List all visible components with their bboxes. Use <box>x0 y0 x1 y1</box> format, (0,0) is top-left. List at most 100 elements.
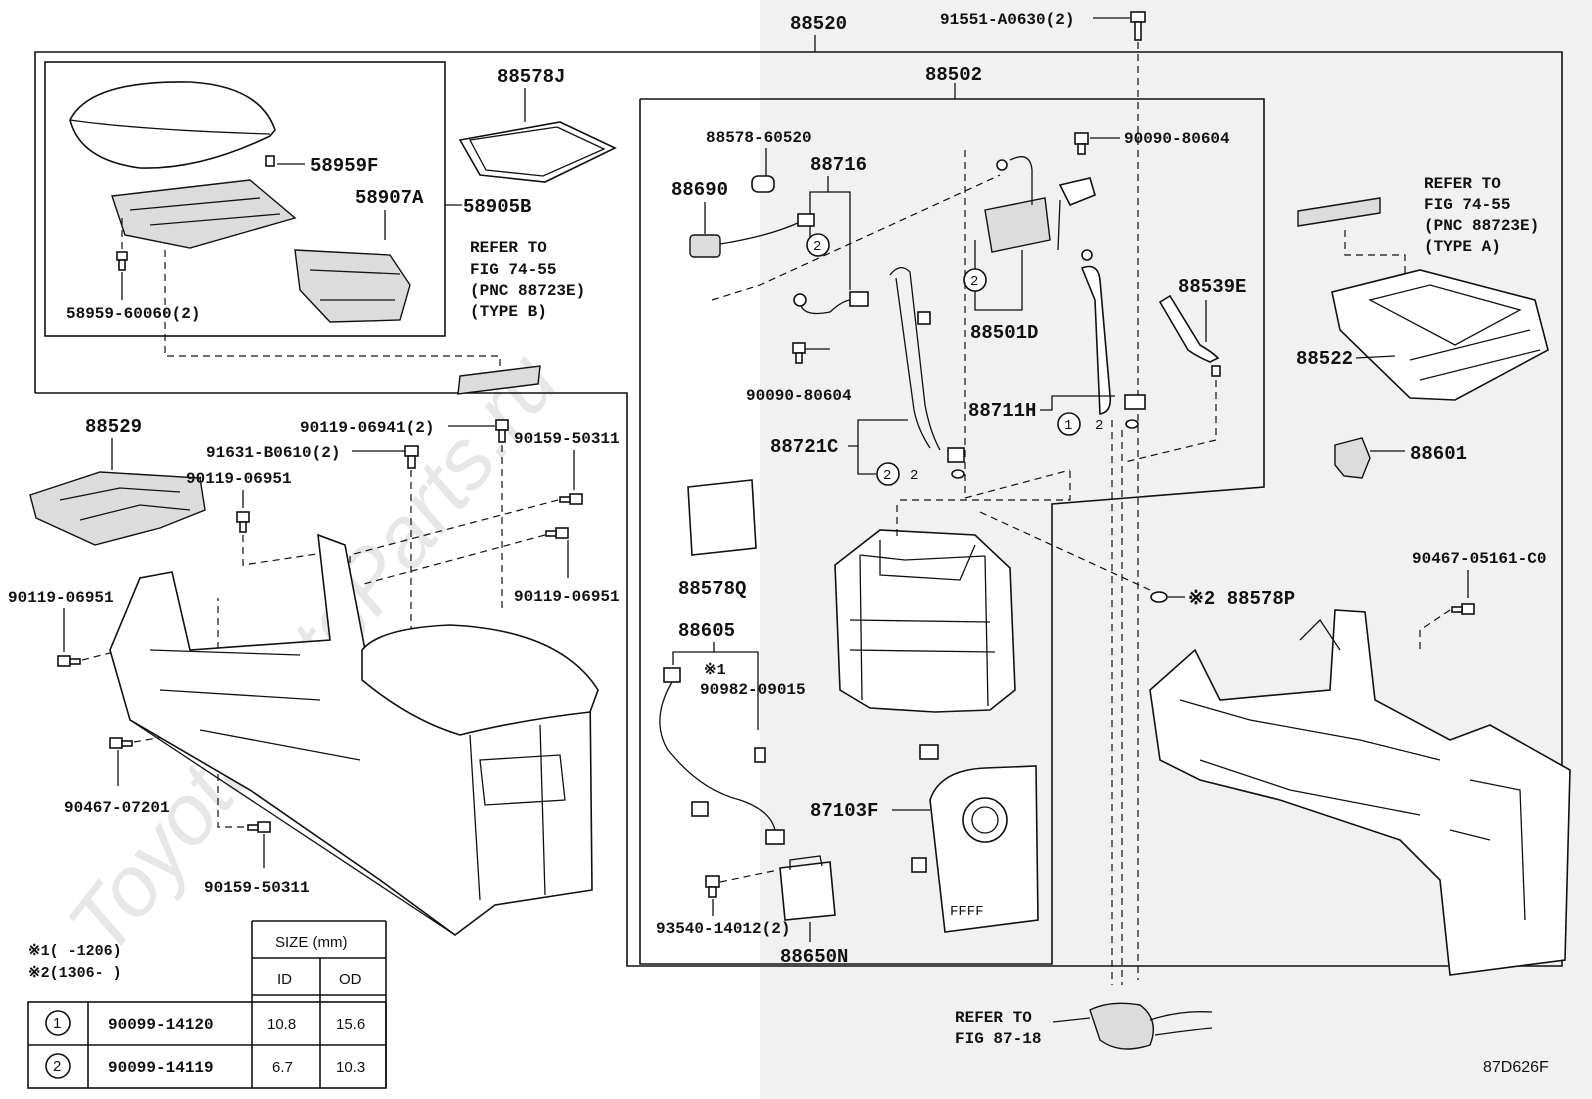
leader-88716a <box>809 176 829 240</box>
callout-2-a <box>806 233 830 257</box>
bolt-91551-icon <box>1130 11 1146 41</box>
dash-90119-06951-a <box>242 535 331 566</box>
console-box-icon <box>834 529 1016 760</box>
screw-90090-mid-icon <box>792 342 806 364</box>
label-88578J: 88578J <box>497 66 565 88</box>
label-88578P: ※2 88578P <box>1188 588 1295 610</box>
harness-88605-icon <box>659 667 785 845</box>
screw-90159-bot-icon <box>247 821 271 833</box>
size-table-col-od: OD <box>339 971 362 988</box>
armrest-base-icon <box>111 179 297 249</box>
note-x1: ※1 <box>704 662 726 679</box>
refer-c-line2[interactable]: FIG 87-18 <box>955 1030 1041 1048</box>
pad-88578Q-icon <box>687 479 757 556</box>
screw-90119-06951-a-icon <box>236 511 250 533</box>
label-88578-60520: 88578-60520 <box>706 129 812 147</box>
refer-c-line1[interactable]: REFER TO <box>955 1009 1032 1027</box>
refer-b-line1[interactable]: REFER TO <box>470 239 547 257</box>
label-88650N: 88650N <box>780 946 848 968</box>
label-88716: 88716 <box>810 154 867 176</box>
label-88520: 88520 <box>790 13 847 35</box>
refer-b-line2[interactable]: FIG 74-55 <box>470 261 556 279</box>
size-table-row2-od: 10.3 <box>336 1059 365 1076</box>
oring-2-b-icon <box>951 469 965 479</box>
label-88522: 88522 <box>1296 348 1353 370</box>
label-90119-06951-b: 90119-06951 <box>514 588 620 606</box>
label-88539E: 88539E <box>1178 276 1246 298</box>
hose-88721C-icon <box>889 267 965 463</box>
label-88605: 88605 <box>678 620 735 642</box>
panel-87103F-icon: FFFF <box>911 765 1039 933</box>
label-88690: 88690 <box>671 179 728 201</box>
console-assembly-left-icon <box>109 533 599 936</box>
screw-90119-06951-c-icon <box>57 655 81 667</box>
clip-88601-icon <box>1334 437 1371 479</box>
dash-armrest <box>164 250 501 372</box>
tray-88529-icon <box>29 471 206 546</box>
leader-88605a <box>672 642 715 665</box>
label-87103F: 87103F <box>810 800 878 822</box>
washer-88578P-icon <box>1150 591 1168 603</box>
callout-2-b <box>876 462 900 486</box>
hose-88539E-icon <box>1158 294 1221 377</box>
callout-1-dash: 2 <box>1095 418 1103 434</box>
note-2: ※2(1306- ) <box>28 965 122 982</box>
leader-88721Ca <box>848 419 908 447</box>
dash-88690 <box>711 174 1001 301</box>
size-table-row2-id: 6.7 <box>272 1059 293 1076</box>
dash-90467-07201 <box>133 734 176 743</box>
hinge-58907A-icon <box>294 249 411 323</box>
shift-lever-base-icon <box>1089 1002 1213 1050</box>
label-58907A: 58907A <box>355 187 424 209</box>
dash-88501D <box>964 150 1071 499</box>
connector-88690-icon <box>689 213 815 258</box>
label-88529: 88529 <box>85 416 142 438</box>
size-table-row2-part[interactable]: 90099-14119 <box>108 1059 214 1077</box>
size-table-row1-part[interactable]: 90099-14120 <box>108 1016 214 1034</box>
clip-58959F-icon <box>265 155 275 167</box>
diagram-code: 87D626F <box>1483 1059 1549 1076</box>
hose-88716-icon <box>793 291 869 315</box>
armrest-subassembly-frame <box>44 61 446 337</box>
callout-2-c <box>963 268 987 292</box>
refer-b-line4: (TYPE B) <box>470 303 547 321</box>
label-58959-60060: 58959-60060(2) <box>66 305 200 323</box>
dash-93540 <box>719 869 779 883</box>
screw-90119-06951-b-icon <box>545 527 569 539</box>
size-table-row1-mark: 1 <box>53 1015 61 1032</box>
label-88721C: 88721C <box>770 436 838 458</box>
svg-text:FFFF: FFFF <box>950 904 984 920</box>
label-88501D: 88501D <box>970 322 1038 344</box>
dash-90159-bot <box>217 598 244 828</box>
callout-2-c-text: 2 <box>970 274 978 290</box>
refer-a-line4: (TYPE A) <box>1424 238 1501 256</box>
leader-88711H <box>1040 395 1115 411</box>
label-88578Q: 88578Q <box>678 578 746 600</box>
module-88650N-icon <box>779 855 836 921</box>
mat-type-b-icon <box>457 365 541 395</box>
note-1: ※1( -1206) <box>28 943 122 960</box>
label-88711H: 88711H <box>968 400 1036 422</box>
leader-88605b <box>714 651 759 730</box>
refer-a-line1[interactable]: REFER TO <box>1424 175 1501 193</box>
dash-type-a <box>1344 230 1406 280</box>
screw-90467-07201-icon <box>109 737 133 749</box>
screw-90159-top-icon <box>559 493 583 505</box>
screw-58959-icon <box>116 251 128 271</box>
assembly-88520-frame <box>34 51 1563 967</box>
screw-93540-icon <box>705 875 720 898</box>
armrest-lid-icon <box>69 81 276 169</box>
callout-1-text: 1 <box>1064 418 1072 434</box>
hose-88711H-icon <box>1057 177 1146 415</box>
dash-88539E <box>1124 380 1217 463</box>
callout-1 <box>1057 412 1081 436</box>
screw-91631-icon <box>404 445 419 469</box>
callout-2-a-text: 2 <box>813 239 821 255</box>
mat-type-a-icon <box>1297 197 1381 227</box>
label-88601: 88601 <box>1410 443 1467 465</box>
dash-90119-06951-b <box>359 534 546 586</box>
label-90467-05161: 90467-05161-C0 <box>1412 550 1546 568</box>
label-90119-06941: 90119-06941(2) <box>300 419 434 437</box>
refer-a-line2[interactable]: FIG 74-55 <box>1424 196 1510 214</box>
